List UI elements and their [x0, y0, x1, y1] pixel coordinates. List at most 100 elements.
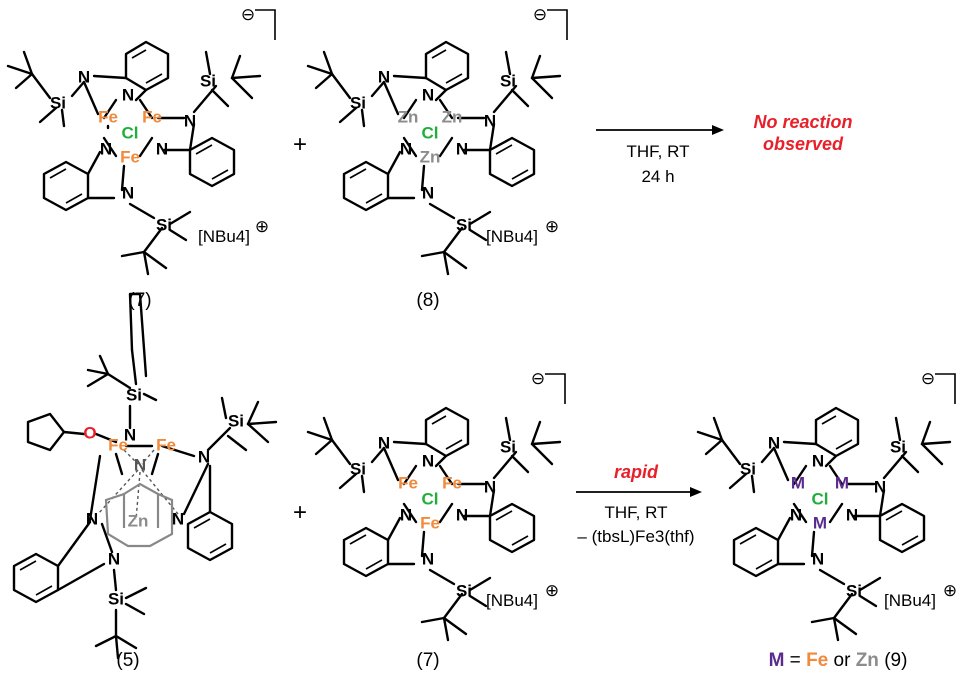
minus-charge: ⊖: [531, 369, 545, 388]
atom-n: N: [100, 139, 112, 158]
legend-zn: Zn: [856, 650, 879, 671]
atom-n: N: [124, 425, 136, 444]
atom-cl: Cl: [812, 489, 829, 508]
atom-n: N: [874, 477, 886, 496]
result-text-line1: No reaction: [753, 112, 852, 132]
atom-n: N: [422, 183, 434, 202]
atom-n: N: [456, 505, 468, 524]
atom-si: Si: [108, 589, 124, 608]
atom-n: N: [198, 447, 210, 466]
atom-n: N: [122, 85, 134, 104]
atom-n: N: [378, 67, 390, 86]
plus-sign: +: [293, 131, 307, 158]
atom-fe: Fe: [442, 473, 462, 492]
atom-si: Si: [126, 385, 142, 404]
counterion-label: [NBu4]: [884, 591, 936, 610]
charge-bracket: ⊖ [NBu4] ⊕: [884, 369, 957, 610]
compound-7b-label: (7): [416, 650, 439, 671]
condition-rapid: rapid: [614, 462, 659, 482]
reaction-arrow-2: [576, 487, 702, 497]
atom-n: N: [456, 139, 468, 158]
atom-si: Si: [200, 71, 216, 90]
compound-5-structure: O Fe Fe Zn N N N N N N Si Si Si: [12, 292, 278, 660]
atom-n: N: [422, 451, 434, 470]
charge-bracket: ⊖ [NBu4] ⊕: [486, 5, 568, 246]
compound-7-structure: Fe Fe Fe Cl N N N N N N Si Si Si: [306, 406, 562, 642]
minus-charge: ⊖: [921, 369, 935, 388]
atom-fe: Fe: [398, 473, 418, 492]
conditions-2-byproduct: – (tbsL)Fe3(thf): [577, 527, 694, 546]
atom-si: Si: [890, 437, 906, 456]
conditions-2-line1: THF, RT: [605, 503, 668, 522]
minus-charge: ⊖: [533, 5, 547, 24]
atom-fe: Fe: [142, 107, 162, 126]
atom-n: N: [108, 549, 120, 568]
atom-si: Si: [740, 459, 756, 478]
product-9-structure: M M M Cl N N N N N N Si Si Si: [696, 406, 952, 642]
atom-fe: Fe: [156, 435, 176, 454]
atom-si: Si: [456, 581, 472, 600]
compound-8-label: (8): [416, 290, 439, 311]
atom-m: M: [813, 513, 827, 532]
compound-7-structure: Fe Fe Fe Cl N N N N N N Si Si Si: [6, 40, 262, 276]
counterion-label: [NBu4]: [486, 591, 538, 610]
atom-zn: Zn: [398, 107, 419, 126]
atom-si: Si: [156, 215, 172, 234]
atom-zn: Zn: [420, 147, 441, 166]
atom-fe: Fe: [120, 147, 140, 166]
atom-zn: Zn: [128, 511, 149, 530]
atom-si: Si: [500, 71, 516, 90]
conditions-1-line2: 24 h: [641, 167, 674, 186]
atom-si: Si: [500, 437, 516, 456]
atom-n: N: [122, 183, 134, 202]
charge-bracket: ⊖ [NBu4] ⊕: [486, 369, 566, 610]
atom-n: N: [790, 505, 802, 524]
atom-n: N: [484, 477, 496, 496]
atom-si: Si: [456, 215, 472, 234]
atom-si: Si: [350, 93, 366, 112]
product-legend: M = Fe or Zn (9): [769, 650, 908, 671]
atom-n: N: [422, 85, 434, 104]
atom-n: N: [184, 111, 196, 130]
atom-si: Si: [846, 581, 862, 600]
atom-m: M: [791, 473, 805, 492]
atom-n: N: [378, 433, 390, 452]
atom-fe: Fe: [108, 435, 128, 454]
atom-si: Si: [350, 459, 366, 478]
charge-bracket: ⊖ [NBu4] ⊕: [198, 5, 276, 246]
atom-si: Si: [50, 93, 66, 112]
atom-n: N: [812, 451, 824, 470]
legend-fe: Fe: [806, 650, 828, 671]
atom-n: N: [400, 139, 412, 158]
atom-o: O: [83, 423, 96, 442]
atom-cl: Cl: [122, 123, 139, 142]
plus-charge: ⊕: [545, 581, 559, 600]
atom-n: N: [156, 139, 168, 158]
atom-cl: Cl: [422, 123, 439, 142]
atom-n: N: [812, 549, 824, 568]
plus-charge: ⊕: [255, 217, 269, 236]
reaction-arrow-1: [596, 125, 724, 135]
atom-n: N: [484, 111, 496, 130]
legend-m: M: [769, 650, 785, 671]
counterion-label: [NBu4]: [198, 227, 250, 246]
counterion-label: [NBu4]: [486, 227, 538, 246]
legend-or: or: [828, 650, 855, 671]
atom-fe: Fe: [98, 107, 118, 126]
atom-n: N: [422, 549, 434, 568]
result-text-line2: observed: [763, 134, 844, 154]
atom-n: N: [78, 67, 90, 86]
atom-n: N: [846, 505, 858, 524]
atom-si: Si: [228, 411, 244, 430]
atom-n: N: [134, 455, 146, 474]
compound-8-structure: Zn Zn Zn Cl N N N N N N Si Si Si: [306, 40, 562, 276]
plus-sign: +: [293, 499, 307, 526]
atom-zn: Zn: [442, 107, 463, 126]
atom-cl: Cl: [422, 489, 439, 508]
legend-num: (9): [879, 650, 908, 671]
plus-charge: ⊕: [943, 581, 957, 600]
atom-fe: Fe: [420, 513, 440, 532]
legend-eq: =: [784, 650, 806, 671]
atom-m: M: [835, 473, 849, 492]
